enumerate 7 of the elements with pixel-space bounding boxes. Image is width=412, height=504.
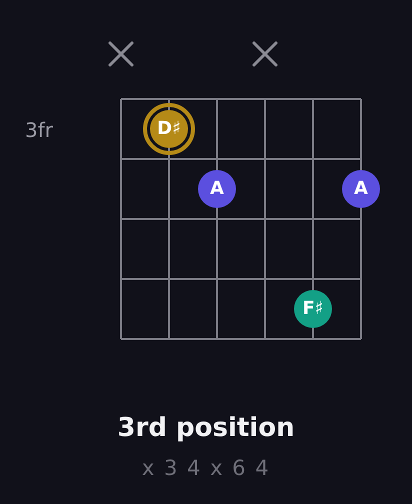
note-dot: A <box>342 170 380 208</box>
note-dot: A <box>198 170 236 208</box>
note-dot: F♯ <box>294 290 332 328</box>
fret-number-label: 3fr <box>25 120 53 140</box>
root-note-dot: D♯ <box>143 103 195 155</box>
fingering-text: x 3 4 x 6 4 <box>142 458 270 479</box>
chord-title: 3rd position <box>117 415 295 441</box>
